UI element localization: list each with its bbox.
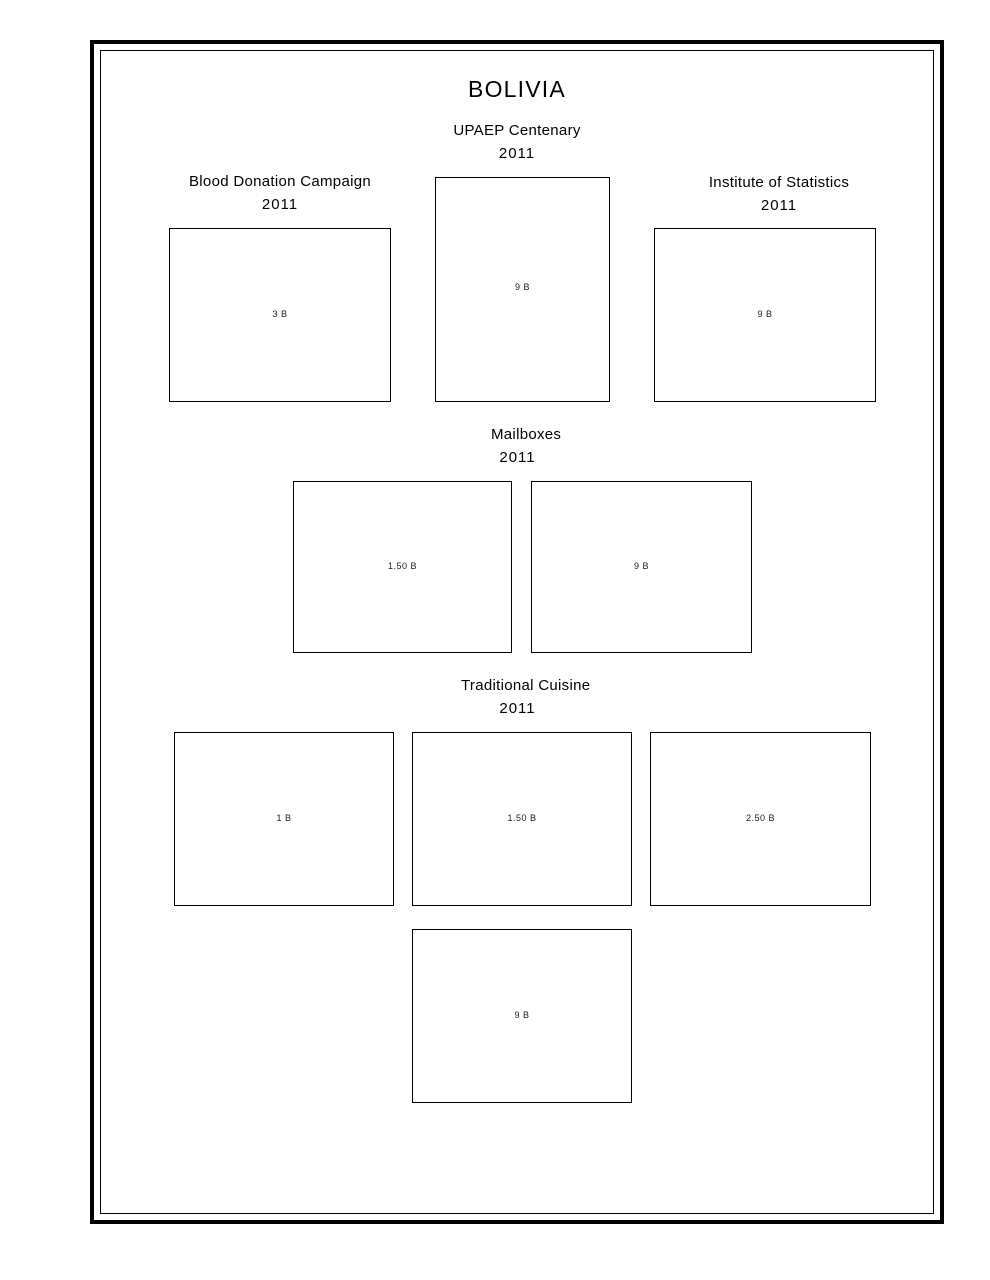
stamp-space[interactable]: 3 B xyxy=(169,228,391,402)
stamp-denomination: 1.50 B xyxy=(387,561,418,571)
stamp-denomination: 1 B xyxy=(276,813,292,823)
stamp-space[interactable]: 9 B xyxy=(435,177,610,402)
stamp-space[interactable]: 9 B xyxy=(654,228,876,402)
page-title: BOLIVIA xyxy=(468,76,566,102)
stamp-denomination: 9 B xyxy=(757,309,773,319)
stamp-space[interactable]: 1.50 B xyxy=(412,732,632,906)
stamp-space[interactable]: 1.50 B xyxy=(293,481,512,653)
set-heading-traditional-cuisine: Traditional Cuisine 2011 xyxy=(461,674,590,720)
stamp-denomination: 3 B xyxy=(272,309,288,319)
set-name: UPAEP Centenary xyxy=(453,122,581,139)
set-heading-upaep-centenary: UPAEP Centenary 2011 xyxy=(430,119,604,165)
set-name: Mailboxes xyxy=(491,426,562,443)
stamp-denomination: 9 B xyxy=(514,282,530,292)
stamp-space[interactable]: 9 B xyxy=(412,929,632,1103)
set-heading-mailboxes: Mailboxes 2011 xyxy=(491,423,561,469)
set-heading-blood-donation-campaign: Blood Donation Campaign 2011 xyxy=(181,170,379,216)
set-year: 2011 xyxy=(760,197,798,214)
page-border-inner xyxy=(100,50,934,1214)
set-year: 2011 xyxy=(498,145,536,162)
stamp-space[interactable]: 9 B xyxy=(531,481,752,653)
set-name: Institute of Statistics xyxy=(708,174,850,191)
set-heading-institute-of-statistics: Institute of Statistics 2011 xyxy=(692,171,866,217)
set-year: 2011 xyxy=(499,449,536,466)
set-year: 2011 xyxy=(261,196,299,213)
set-name: Traditional Cuisine xyxy=(461,677,591,694)
stamp-space[interactable]: 1 B xyxy=(174,732,394,906)
stamp-denomination: 2.50 B xyxy=(745,813,776,823)
set-year: 2011 xyxy=(499,700,536,717)
stamp-denomination: 9 B xyxy=(633,561,649,571)
set-name: Blood Donation Campaign xyxy=(188,173,371,190)
stamp-denomination: 1.50 B xyxy=(507,813,537,823)
stamp-denomination: 9 B xyxy=(514,1010,530,1020)
stamp-space[interactable]: 2.50 B xyxy=(650,732,871,906)
album-content: BOLIVIA UPAEP Centenary 2011 9 B Blood Dona… xyxy=(90,40,944,1224)
